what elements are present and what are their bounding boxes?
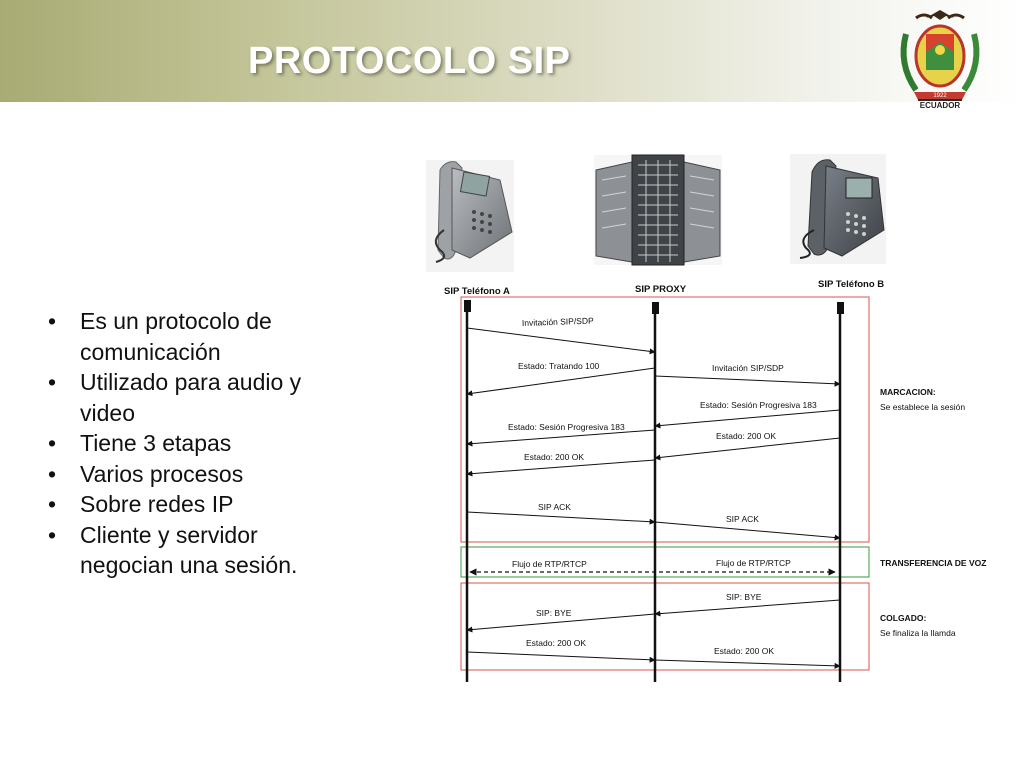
message-label: Estado: 200 OK bbox=[716, 431, 776, 441]
message-arrow bbox=[466, 429, 656, 447]
message-label: Estado: Tratando 100 bbox=[518, 361, 600, 371]
phase-box-colgado bbox=[460, 582, 870, 671]
message-arrow bbox=[654, 521, 841, 541]
phase-box-transferencia bbox=[460, 546, 870, 578]
message-label: SIP: BYE bbox=[536, 608, 572, 618]
message-label: SIP: BYE bbox=[726, 592, 762, 602]
bullet-item: Es un protocolo de comunicación bbox=[46, 306, 346, 367]
message-arrow bbox=[466, 511, 656, 525]
message-label: Flujo de RTP/RTCP bbox=[716, 558, 791, 568]
message-arrow bbox=[466, 367, 656, 397]
entity-label: SIP Teléfono A bbox=[444, 286, 510, 297]
phase-subtitle: Se establece la sesión bbox=[880, 402, 965, 412]
message-label: Invitación SIP/SDP bbox=[522, 315, 594, 328]
ip-phone-icon bbox=[426, 160, 514, 272]
server-rack-icon bbox=[594, 154, 722, 266]
message-label: Invitación SIP/SDP bbox=[712, 363, 784, 373]
message-arrow bbox=[654, 659, 841, 669]
message-arrow bbox=[466, 613, 656, 633]
message-label: Estado: 200 OK bbox=[526, 638, 586, 648]
bullet-item: Tiene 3 etapas bbox=[46, 428, 346, 459]
message-label: SIP ACK bbox=[538, 502, 571, 512]
message-label: Estado: Sesión Progresiva 183 bbox=[700, 400, 817, 410]
message-arrow bbox=[654, 437, 841, 461]
bullet-item: Cliente y servidor negocian una sesión. bbox=[46, 520, 346, 581]
message-arrow bbox=[654, 599, 841, 617]
message-arrow bbox=[466, 327, 656, 355]
message-label: Flujo de RTP/RTCP bbox=[512, 559, 587, 569]
bullet-item: Utilizado para audio y video bbox=[46, 367, 346, 428]
message-arrow bbox=[466, 459, 656, 477]
ip-phone-icon bbox=[790, 154, 886, 264]
bullet-item: Sobre redes IP bbox=[46, 489, 346, 520]
message-arrow bbox=[654, 375, 841, 387]
entity-label: SIP PROXY bbox=[635, 284, 687, 295]
phase-title: COLGADO: bbox=[880, 613, 926, 623]
entity-label: SIP Teléfono B bbox=[818, 279, 884, 290]
message-arrow bbox=[466, 651, 656, 663]
header-bar bbox=[0, 0, 1024, 102]
bullet-list: Es un protocolo de comunicación Utilizad… bbox=[46, 306, 346, 581]
logo-caption: ECUADOR bbox=[920, 101, 961, 110]
message-label: Estado: Sesión Progresiva 183 bbox=[508, 422, 625, 432]
phase-box-marcacion bbox=[460, 296, 870, 543]
phase-subtitle: Se finaliza la llamda bbox=[880, 628, 956, 638]
bullet-item: Varios procesos bbox=[46, 459, 346, 490]
slide-title: PROTOCOLO SIP bbox=[248, 40, 571, 82]
phase-title: MARCACION: bbox=[880, 387, 936, 397]
message-label: Estado: 200 OK bbox=[714, 646, 774, 656]
coat-of-arms-logo: 1922 ECUADOR bbox=[900, 10, 980, 110]
message-label: Estado: 200 OK bbox=[524, 452, 584, 462]
message-arrow bbox=[654, 409, 841, 429]
message-label: SIP ACK bbox=[726, 514, 759, 524]
phase-title: TRANSFERENCIA DE VOZ bbox=[880, 558, 986, 568]
logo-year: 1922 bbox=[933, 93, 947, 99]
